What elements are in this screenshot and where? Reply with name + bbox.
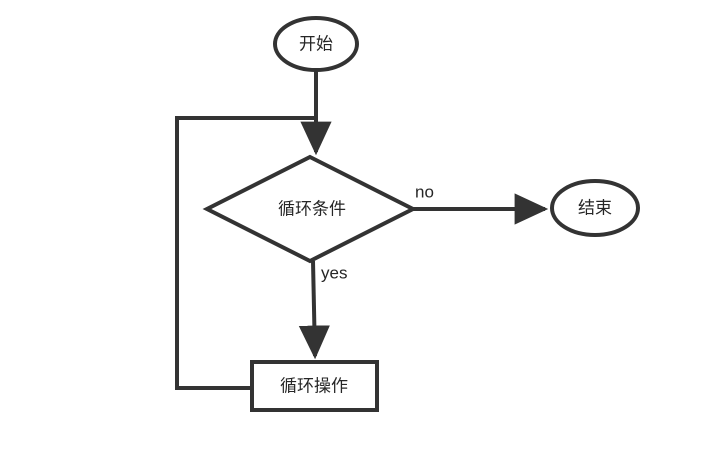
edge-labels-group: no yes [321, 182, 434, 282]
edge-label-yes: yes [321, 263, 347, 282]
edge-label-no: no [415, 182, 434, 201]
edge-operation-loopback [175, 116, 316, 390]
end-label: 结束 [578, 198, 612, 217]
condition-label: 循环条件 [278, 199, 346, 218]
node-start[interactable]: 开始 [273, 16, 359, 72]
edge-condition-to-operation [298, 260, 330, 360]
connectors-group [175, 70, 549, 390]
end-ellipse[interactable] [550, 179, 640, 237]
start-ellipse[interactable] [273, 16, 359, 72]
operation-label: 循环操作 [280, 376, 348, 395]
node-end[interactable]: 结束 [550, 179, 640, 237]
node-condition[interactable]: 循环条件 [202, 154, 418, 264]
start-label: 开始 [299, 34, 333, 53]
operation-rectangle[interactable] [250, 360, 379, 412]
node-operation[interactable]: 循环操作 [250, 360, 379, 412]
condition-diamond[interactable] [202, 154, 418, 264]
